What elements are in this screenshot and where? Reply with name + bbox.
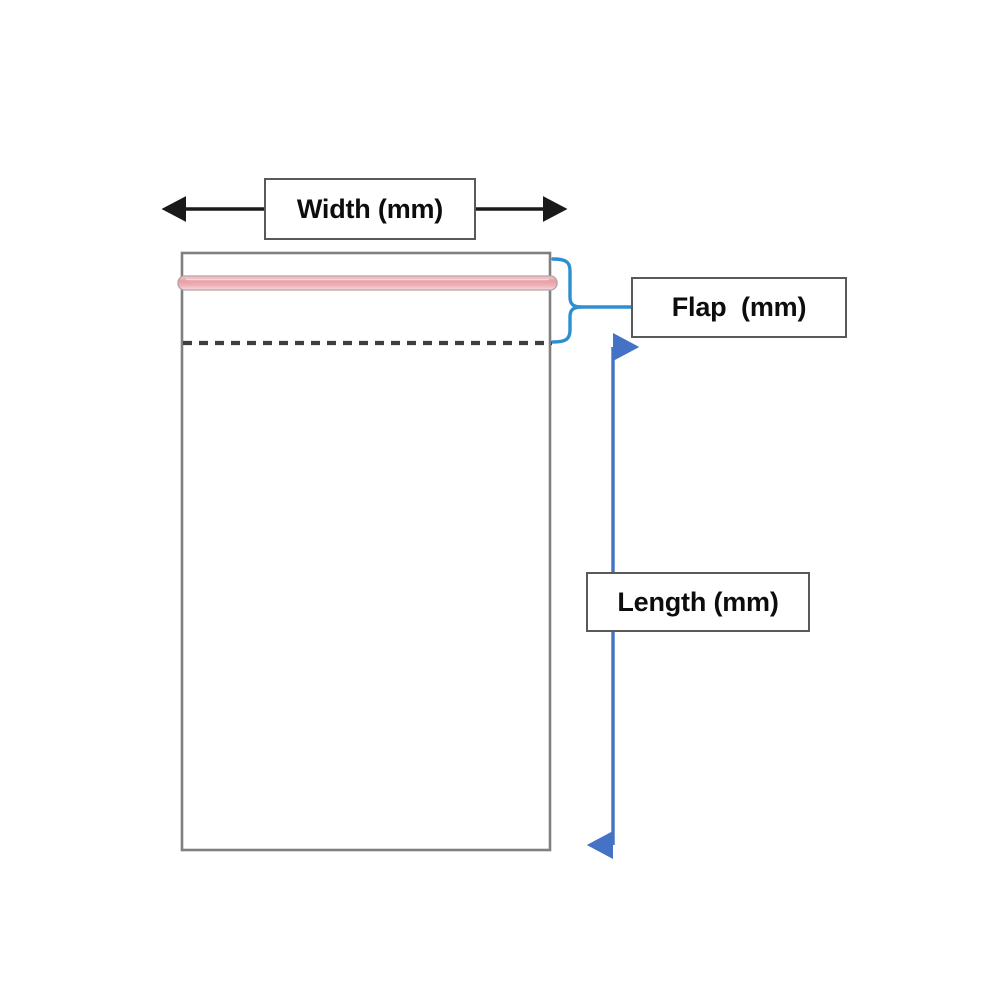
flap-label-box: Flap (mm) [631,277,847,338]
length-label-box: Length (mm) [586,572,810,632]
bag-outline-rectangle [180,251,552,852]
flap-curly-brace [551,257,633,344]
width-label-box: Width (mm) [264,178,476,240]
length-label-text: Length (mm) [617,586,779,617]
flap-label-text: Flap (mm) [671,292,807,322]
adhesive-seal-strip [177,275,558,291]
width-label-text: Width (mm) [296,193,444,224]
